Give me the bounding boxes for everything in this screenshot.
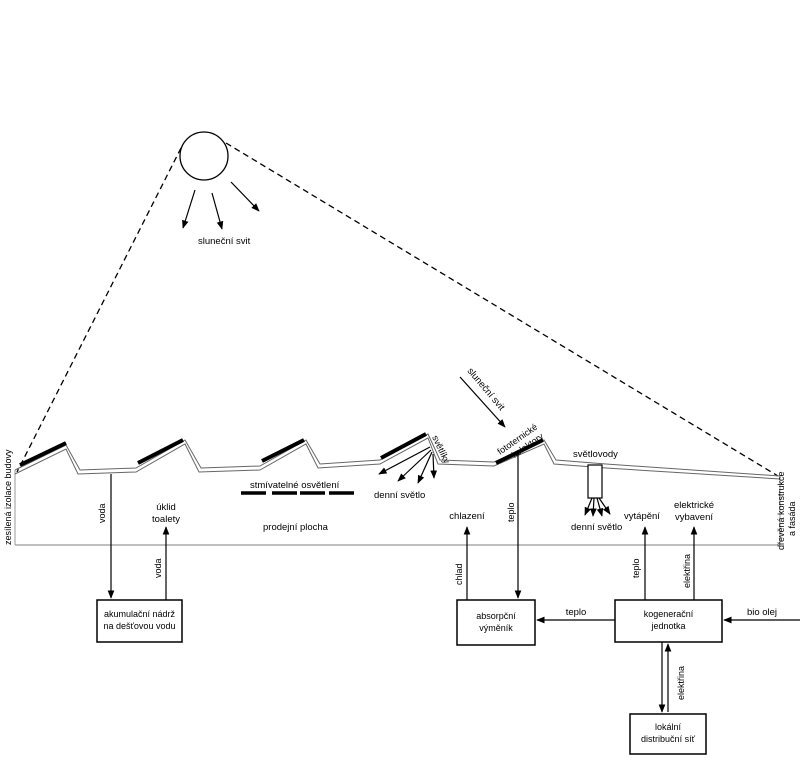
absorber-box: absorpční výměník	[456, 599, 536, 646]
sun-line-left	[16, 147, 182, 473]
roof-panel-2	[137, 438, 184, 465]
tank-box-frame	[96, 599, 183, 643]
toilet-label-line1: úklid	[156, 502, 176, 513]
sun-label: sluneční svit	[198, 236, 251, 247]
sun-ray-collector	[459, 376, 506, 428]
grid-box: lokální distribuční síť	[629, 713, 707, 755]
grid-box-line2: distribuční síť	[641, 734, 696, 744]
dimmable-lighting-label: stmívatelné osvětlení	[250, 480, 340, 491]
roof-panel-4	[380, 432, 427, 460]
roof-upper	[14, 433, 781, 477]
right-wall-label-line1: dřevěná konstrukce	[776, 471, 786, 550]
sun-line-right	[225, 142, 779, 477]
heat-up-label: teplo	[631, 558, 641, 578]
electric-label-line2: vybavení	[675, 512, 713, 523]
cogen-box-frame	[614, 599, 723, 643]
skylight-ray-1	[378, 446, 431, 475]
light-tube-ray-1	[584, 497, 593, 516]
sun-ray-3	[230, 181, 260, 212]
sun-group: sluneční svit	[179, 131, 260, 247]
light-tube-ray-2	[590, 497, 597, 517]
sales-area-label: prodejní plocha	[263, 522, 329, 533]
absorber-box-frame	[456, 599, 536, 646]
heat-left-label: teplo	[566, 607, 587, 618]
electricity-up-label: elektřina	[682, 554, 692, 588]
light-tubes-label: světlovody	[573, 449, 618, 460]
grid-box-frame	[629, 713, 707, 755]
skylight-ray-2	[397, 449, 432, 482]
right-wall-label: dřevěná konstrukce a fasáda	[776, 471, 797, 550]
left-wall-label: zesílená izolace budovy	[3, 449, 13, 545]
cooling-label: chlazení	[449, 511, 485, 522]
light-tube-ray-4	[598, 497, 611, 515]
light-tubes-group: světlovody denní světlo	[571, 449, 622, 533]
tank-box: akumulační nádrž na dešťovou vodu	[96, 599, 183, 643]
skylight-ray-3	[417, 451, 433, 484]
light-tube-icon	[587, 464, 603, 499]
tank-box-line1: akumulační nádrž	[104, 609, 176, 619]
heating-label: vytápění	[624, 511, 660, 522]
electric-label-line1: elektrické	[674, 500, 714, 511]
light-tube-ray-3	[596, 497, 604, 517]
roof-lower	[14, 437, 781, 480]
dimmable-lighting: stmívatelné osvětlení	[241, 480, 354, 495]
sun-ray-1	[182, 189, 196, 229]
building	[14, 432, 781, 546]
sun-icon	[179, 131, 229, 181]
grid-box-line1: lokální	[655, 722, 682, 732]
water-down-label: voda	[97, 503, 107, 523]
roof-panel-1	[19, 441, 67, 467]
absorber-box-line2: výměník	[479, 623, 513, 633]
bio-oil-label: bio olej	[747, 607, 777, 618]
absorber-box-line1: absorpční	[476, 611, 516, 621]
daylight-label-1: denní světlo	[374, 490, 425, 501]
tank-box-line2: na dešťovou vodu	[104, 621, 176, 631]
skylights-group: světlíky denní světlo	[374, 434, 452, 501]
daylight-label-2: denní světlo	[571, 522, 622, 533]
cogen-box: kogenerační jednotka	[614, 599, 723, 643]
heat-down-label: teplo	[506, 502, 516, 522]
cogen-box-line2: jednotka	[650, 621, 685, 631]
water-up-label: voda	[153, 558, 163, 578]
skylight-ray-4	[430, 453, 438, 479]
right-wall-label-line2: a fasáda	[787, 501, 797, 536]
electricity-down-label: elektřina	[676, 666, 686, 700]
cogen-box-line1: kogenerační	[644, 609, 694, 619]
toilet-label-line2: toalety	[152, 514, 180, 525]
sun-ray-2	[211, 192, 224, 230]
cold-label: chlad	[454, 563, 464, 585]
roof-panel-5	[495, 438, 544, 465]
roof-panel-3	[261, 438, 305, 463]
